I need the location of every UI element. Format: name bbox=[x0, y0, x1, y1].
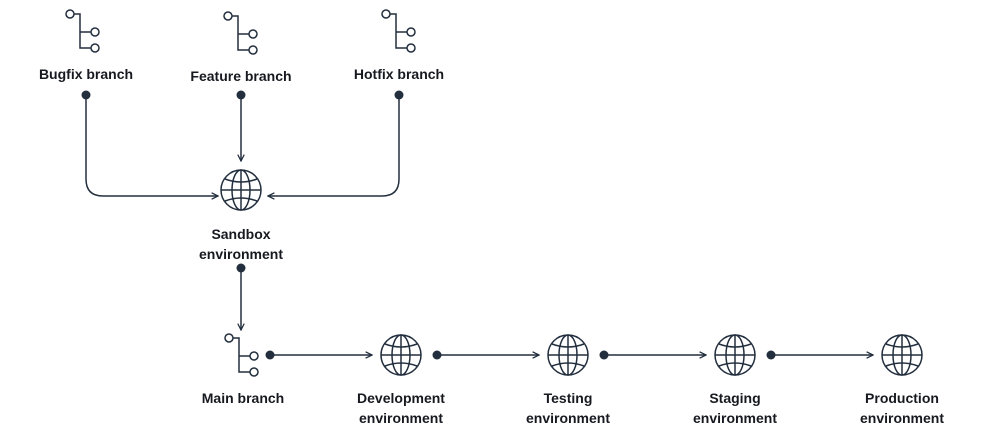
git-branch-icon bbox=[224, 333, 259, 377]
sandbox-environment-label: Sandbox environment bbox=[171, 224, 311, 264]
staging-environment-label-line1: Staging bbox=[709, 390, 761, 406]
globe-icon bbox=[380, 334, 422, 376]
staging-environment-label: Staging environment bbox=[665, 388, 805, 428]
bugfix-branch-label: Bugfix branch bbox=[16, 64, 156, 84]
edge-testing-to-staging bbox=[599, 350, 707, 360]
git-branch-icon bbox=[381, 9, 416, 53]
globe-icon bbox=[714, 334, 756, 376]
feature-branch-label: Feature branch bbox=[166, 66, 316, 86]
bugfix-branch-label-line1: Bugfix branch bbox=[38, 66, 134, 82]
globe-icon bbox=[881, 334, 923, 376]
globe-icon bbox=[547, 334, 589, 376]
edge-staging-to-production bbox=[766, 350, 874, 360]
git-branch-icon bbox=[223, 11, 258, 55]
development-environment-label-line1: Development bbox=[357, 390, 445, 406]
hotfix-branch-label: Hotfix branch bbox=[329, 64, 469, 84]
main-branch-label-line1: Main branch bbox=[201, 390, 285, 406]
edge-development-to-testing bbox=[432, 350, 540, 360]
sandbox-environment-label-line1: Sandbox bbox=[211, 226, 271, 242]
edge-bugfix-to-sandbox bbox=[81, 90, 219, 197]
edge-feature-to-sandbox bbox=[236, 90, 246, 162]
sandbox-environment-label-line2: environment bbox=[198, 246, 283, 262]
edge-sandbox-to-main bbox=[236, 263, 246, 331]
staging-environment-label-line2: environment bbox=[692, 410, 777, 426]
git-branch-icon bbox=[65, 9, 100, 53]
main-branch-label: Main branch bbox=[173, 388, 313, 408]
testing-environment-label: Testing environment bbox=[498, 388, 638, 428]
feature-branch-label-line1: Feature branch bbox=[190, 68, 292, 84]
edge-main-to-development bbox=[265, 350, 373, 360]
production-environment-label-line2: environment bbox=[859, 410, 944, 426]
testing-environment-label-line2: environment bbox=[525, 410, 610, 426]
testing-environment-label-line1: Testing bbox=[543, 390, 593, 406]
production-environment-label: Production environment bbox=[832, 388, 972, 428]
production-environment-label-line1: Production bbox=[865, 390, 939, 406]
edge-hotfix-to-sandbox bbox=[268, 90, 404, 197]
development-environment-label-line2: environment bbox=[358, 410, 443, 426]
globe-icon bbox=[220, 169, 262, 211]
development-environment-label: Development environment bbox=[331, 388, 471, 428]
hotfix-branch-label-line1: Hotfix branch bbox=[353, 66, 445, 82]
